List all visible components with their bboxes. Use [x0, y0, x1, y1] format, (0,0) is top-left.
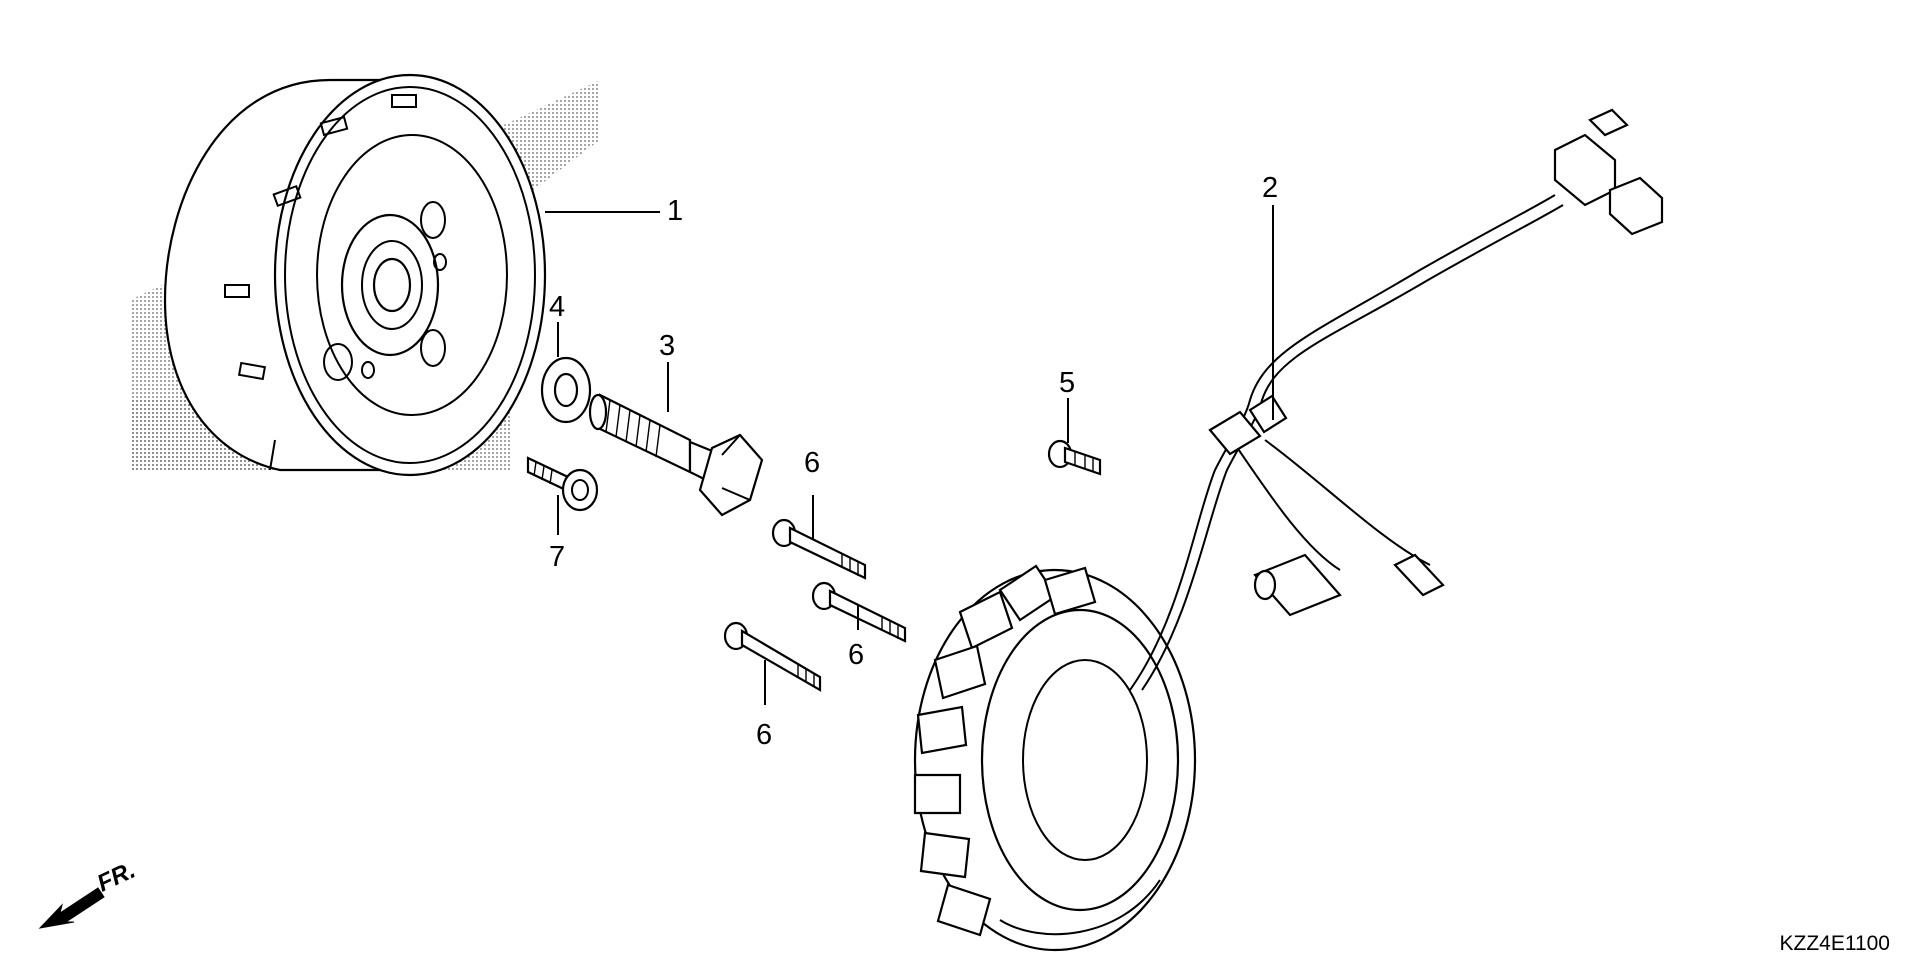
- callout-2: 2: [1262, 172, 1278, 204]
- callout-1: 1: [667, 195, 683, 227]
- callout-7: 7: [549, 541, 565, 573]
- drawing-code: KZZ4E1100: [1779, 932, 1890, 955]
- pulser-bolt: [526, 456, 599, 512]
- callout-5: 5: [1059, 367, 1075, 399]
- callout-6a: 6: [804, 447, 820, 479]
- callouts: 1 2 3 4 5 6 6 6 7: [549, 172, 1278, 751]
- flywheel: [163, 73, 547, 477]
- leader-lines: [545, 205, 1274, 705]
- wire-harness: [1129, 108, 1664, 691]
- washer: [540, 356, 592, 424]
- flywheel-bolt: [588, 393, 764, 517]
- front-arrow-icon: [38, 887, 105, 929]
- stator-bolts: [723, 518, 907, 692]
- callout-3: 3: [659, 330, 675, 362]
- callout-4: 4: [549, 291, 565, 323]
- stator: [913, 564, 1197, 952]
- callout-6b: 6: [848, 639, 864, 671]
- clamp-screw: [1047, 439, 1102, 476]
- front-direction-indicator: FR.: [38, 857, 140, 929]
- callout-6c: 6: [756, 719, 772, 751]
